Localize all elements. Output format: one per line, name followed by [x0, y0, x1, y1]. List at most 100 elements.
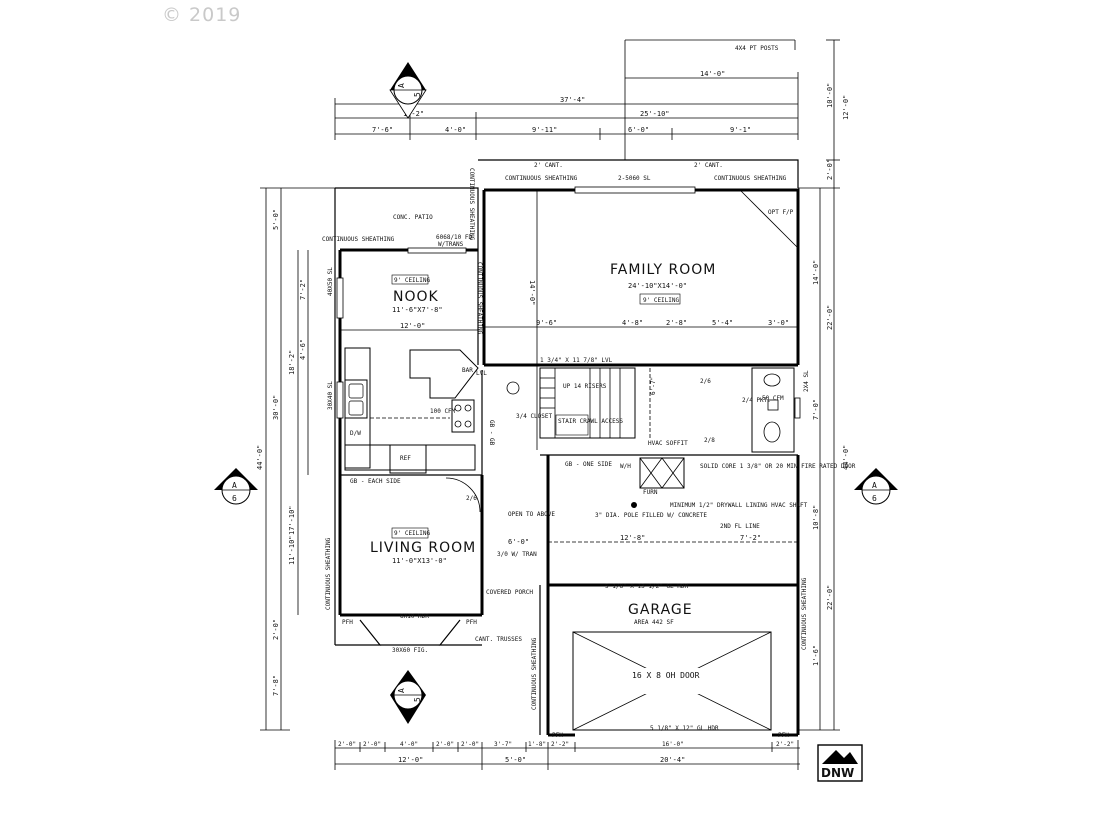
covered-porch: COVERED PORCH	[486, 589, 533, 596]
second-floor-line: 2ND FL LINE	[720, 523, 760, 530]
crawl-access: STAIR CRAWL ACCESS	[558, 418, 623, 425]
section-marker-a6-right: A 6	[854, 468, 898, 505]
sheathing-label: CONTINUOUS SHEATHING	[714, 175, 787, 182]
nook-size: 11'-6"X7'-8"	[392, 306, 443, 314]
left-dimensions: 44'-0" 30'-0" 18'-2" 17'-10" 11'-10" 5'-…	[256, 187, 335, 731]
door-26b: 2/6	[466, 495, 477, 502]
door-label: 6068/10 FD	[436, 234, 473, 241]
bottom-dim-total: 5'-0"	[505, 756, 526, 764]
marker-number: 6	[232, 494, 237, 503]
bath-window: 2X4 SL	[803, 370, 810, 392]
family-room-size: 24'-10"X14'-0"	[628, 282, 687, 290]
family-room-name: FAMILY ROOM	[610, 262, 716, 278]
garage: 5 1/8" X 13 1/2" GL HDR GARAGE AREA 442 …	[531, 577, 808, 739]
dim-6-0: 6'-0"	[508, 538, 529, 546]
cfm-label: 100 CFM	[430, 408, 456, 415]
dim-6: 6'-0"	[628, 126, 649, 134]
kitchen: 30X40 SL D/W REF BAR 100 CFM GB - EACH S…	[327, 347, 495, 485]
pkt-door: 2/4 PKT.	[742, 397, 771, 404]
bath: 2/4 PKT. 50 CFM 2X4 SL	[742, 367, 810, 453]
left-18: 18'-2"	[288, 350, 296, 375]
section-marker-a6-left: A 6	[214, 468, 258, 505]
left-7: 7'-8"	[272, 675, 280, 696]
dnw-logo: DNW	[817, 744, 863, 782]
right-10-8: 10'-8"	[812, 505, 820, 530]
nook: CONC. PATIO CONTINUOUS SHEATHING 6068/10…	[322, 168, 483, 335]
slider-window-label: 2-5060 SL	[618, 175, 651, 182]
section-marker-a5-top: A 5	[389, 62, 427, 119]
dim-7-2: 7'-2"	[740, 534, 761, 542]
stair-up-label: UP 14 RISERS	[563, 383, 607, 390]
sheathing-nook: CONTINUOUS SHEATHING	[322, 236, 395, 243]
family-ceiling: 9' CEILING	[643, 297, 680, 304]
bottom-dim: 3'-7"	[494, 741, 512, 748]
open-above-label: OPEN TO ABOVE	[508, 511, 555, 518]
family-room: OPT F/P CONTINUOUS SHEATHING CONTINUOUS …	[484, 162, 799, 450]
lvl-beam-label: 1 3/4" X 11 7/8" LVL	[540, 357, 613, 364]
bottom-dim: 1'-8"	[528, 741, 546, 748]
tran-label: 3/0 W/ TRAN	[497, 551, 537, 558]
pole-note: 3" DIA. POLE FILLED W/ CONCRETE	[595, 512, 707, 519]
marker-number: 6	[872, 494, 877, 503]
garage-door-label: 16 X 8 OH DOOR	[632, 671, 700, 680]
dim-9-1: 9'-1"	[730, 126, 751, 134]
pfh-garage-left: PFH	[552, 732, 563, 739]
opt-fp-label: OPT F/P	[768, 209, 794, 216]
left-2: 2'-0"	[272, 619, 280, 640]
fan-label: 50 CFM	[762, 395, 784, 402]
marker-number: 5	[413, 92, 422, 97]
hvac-label: HVAC SOFFIT	[648, 440, 688, 447]
living-size: 11'-0"X13'-0"	[392, 557, 447, 565]
door-26: 2/6	[700, 378, 711, 385]
logo-text: DNW	[821, 766, 854, 780]
top-dimensions: 4X4 PT POSTS 14'-0" 37'-4" 1'-2" 25'-10"…	[334, 39, 799, 160]
right-dimensions: 44'-0" 12'-0" 10'-0" 2'-0" 22'-0" 22'-0"…	[798, 39, 850, 731]
bay-header: 6X10 HDR	[400, 613, 429, 620]
dim-14-family: 14'-0"	[528, 280, 536, 305]
dim-7-6: 7'-6"	[372, 126, 393, 134]
dim-2-8: 2'-8"	[666, 319, 687, 327]
dim-25: 25'-10"	[640, 110, 670, 118]
sheathing-garage: CONTINUOUS SHEATHING	[531, 637, 538, 710]
drywall-note: MINIMUM 1/2" DRYWALL LINING HVAC SHAFT	[670, 502, 808, 509]
bottom-dim: 4'-0"	[400, 741, 418, 748]
dim-9-11: 9'-11"	[532, 126, 557, 134]
dim-9-6: 9'-6"	[536, 319, 557, 327]
right-22b: 22'-0"	[826, 585, 834, 610]
wh-label: W/H	[620, 463, 631, 470]
transom-label: W/TRANS	[438, 241, 464, 248]
dim-37: 37'-4"	[560, 96, 585, 104]
bottom-dim: 2'-2"	[776, 741, 794, 748]
bottom-dim: 2'-0"	[436, 741, 454, 748]
ref-label: REF	[400, 455, 411, 462]
right-7: 7'-0"	[812, 399, 820, 420]
dim-4-8: 4'-8"	[622, 319, 643, 327]
sheathing-vertical-2: CONTINUOUS SHEATHING	[476, 262, 483, 335]
bottom-dimensions: 2'-0" 2'-0" 4'-0" 2'-0" 2'-0" 3'-7" 1'-8…	[334, 740, 800, 770]
garage-name: GARAGE	[628, 602, 693, 618]
nook-ceiling: 9' CEILING	[394, 277, 431, 284]
left-17: 17'-10"	[288, 505, 296, 535]
dim-5-4: 5'-4"	[712, 319, 733, 327]
marker-letter: A	[872, 481, 877, 490]
sheathing-label: CONTINUOUS SHEATHING	[505, 175, 578, 182]
gb-each-side: GB - EACH SIDE	[350, 478, 401, 485]
left-30: 30'-0"	[272, 395, 280, 420]
dim-4: 4'-0"	[445, 126, 466, 134]
nook-name: NOOK	[393, 289, 439, 305]
right-12: 12'-0"	[842, 95, 850, 120]
hvac-area: FURN W/H SOLID CORE 1 3/8" OR 20 MIN FIR…	[548, 457, 856, 543]
dim-3: 3'-0"	[768, 319, 789, 327]
left-4-6: 4'-6"	[299, 339, 307, 360]
marker-letter: A	[397, 688, 406, 693]
marker-letter: A	[397, 83, 406, 88]
section-marker-a5-bottom: A 5	[390, 670, 426, 724]
gb-gb: GB - GB	[488, 420, 495, 446]
garage-header: 5 1/8" X 13 1/2" GL HDR	[605, 583, 688, 590]
door-28: 2/8	[704, 437, 715, 444]
bottom-dim: 16'-0"	[662, 741, 684, 748]
bottom-dim: 2'-2"	[551, 741, 569, 748]
bay-window: 30X60 FIG.	[392, 647, 428, 654]
left-11: 11'-10"	[288, 535, 296, 565]
